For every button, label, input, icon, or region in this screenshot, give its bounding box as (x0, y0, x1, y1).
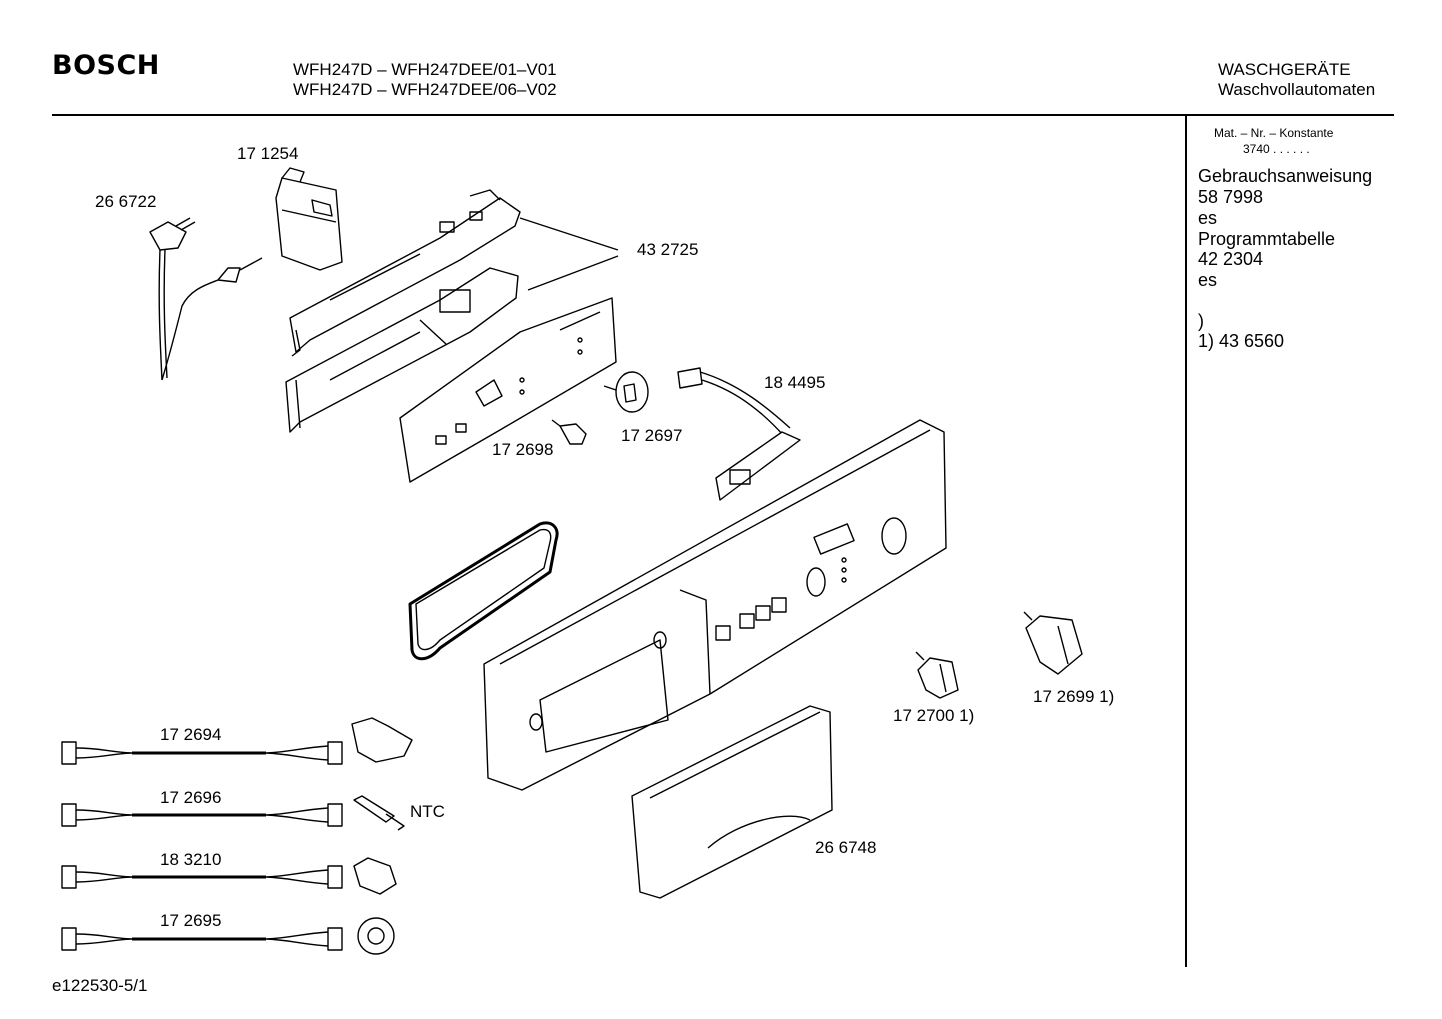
harness-172695-drawing (61, 917, 395, 955)
part-label-172696: 17 2696 (160, 788, 222, 807)
footnote-line: 1) 43 6560 (1198, 331, 1285, 351)
harness-172696-drawing (61, 795, 405, 831)
sidebar-divider (1185, 115, 1187, 967)
knob-172700-drawing (915, 651, 959, 699)
rotary-disc-drawing (603, 371, 649, 413)
leader-432725-a (519, 217, 619, 251)
knob-small-drawing (551, 419, 587, 445)
module-frame-upper-drawing (289, 189, 521, 357)
part-label-266722: 26 6722 (95, 192, 157, 211)
header-divider (52, 114, 1394, 116)
part-label-172697: 17 2697 (621, 426, 683, 445)
part-label-171254: 17 1254 (237, 144, 299, 163)
sidebar-line-1: Gebrauchsanweisung (1198, 166, 1373, 186)
part-label-172699: 17 2699 1) (1033, 687, 1115, 706)
harness-183210-drawing (61, 857, 397, 895)
part-label-184495: 18 4495 (764, 373, 826, 392)
drawer-cover-drawing (631, 705, 833, 899)
part-label-183210: 18 3210 (160, 850, 222, 869)
category-line-1: WASCHGERÄTE (1218, 60, 1351, 79)
control-panel-drawing (483, 419, 947, 791)
filter-box-drawing (275, 167, 343, 271)
part-label-266748: 26 6748 (815, 838, 877, 857)
power-cord-drawing (149, 217, 263, 381)
part-label-172694: 17 2694 (160, 725, 222, 744)
leader-432725-b (527, 255, 619, 291)
part-label-172695: 17 2695 (160, 911, 222, 930)
part-label-172700: 17 2700 1) (893, 706, 975, 725)
ribbon-board-drawing (677, 367, 801, 501)
sidebar-line-6: es (1198, 270, 1218, 290)
sidebar-line-4: Programmtabelle (1198, 229, 1336, 249)
sidebar-line-2: 58 7998 (1198, 187, 1264, 207)
part-label-172698: 17 2698 (492, 440, 554, 459)
sidebar-line-3: es (1198, 208, 1218, 228)
part-label-432725: 43 2725 (637, 240, 699, 259)
module-frame-lower-drawing (285, 267, 519, 433)
pcb-board-drawing (399, 297, 617, 483)
brand-logo: BOSCH (52, 50, 160, 81)
part-label-ntc: NTC (410, 802, 445, 821)
gasket-drawing (408, 521, 559, 661)
mat-label: Mat. – Nr. – Konstante (1214, 126, 1334, 140)
model-line-2: WFH247D – WFH247DEE/06–V02 (293, 80, 557, 99)
footnote-paren: ) (1198, 311, 1204, 331)
model-line-1: WFH247D – WFH247DEE/01–V01 (293, 60, 557, 79)
knob-172699-drawing (1023, 611, 1083, 675)
category-line-2: Waschvollautomaten (1218, 80, 1376, 99)
harness-172694-drawing (61, 717, 413, 765)
mat-value: 3740 . . . . . . (1243, 142, 1310, 156)
document-id: e122530-5/1 (52, 976, 148, 995)
sidebar-line-5: 42 2304 (1198, 249, 1264, 269)
